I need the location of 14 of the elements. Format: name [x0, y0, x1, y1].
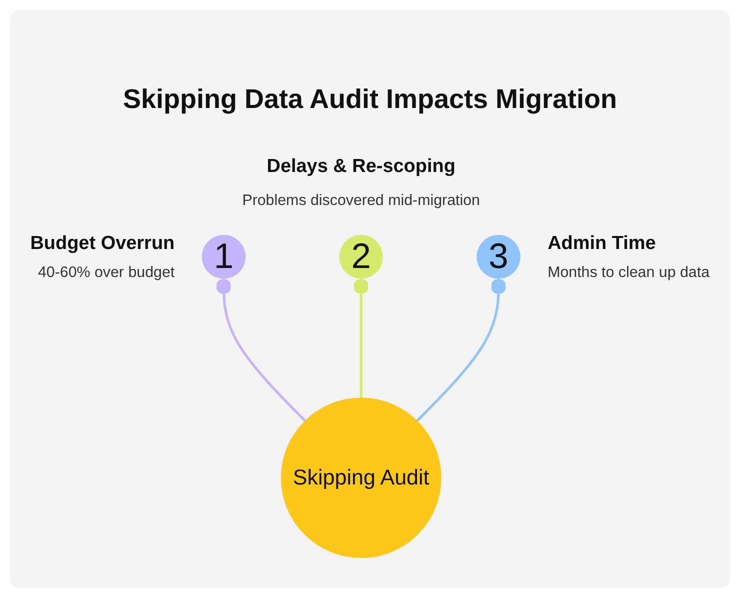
number-circle: 3 [476, 234, 520, 278]
impact-description: Problems discovered mid-migration [242, 192, 480, 209]
diagram-title: Skipping Data Audit Impacts Migration [122, 84, 618, 114]
impact-heading: Delays & Re-scoping [266, 156, 456, 177]
number-circle: 2 [339, 234, 383, 278]
impact-heading: Admin Time [548, 232, 656, 254]
connector-line [416, 278, 506, 422]
impact-heading: Budget Overrun [30, 232, 175, 254]
connector-line [216, 278, 306, 422]
connector-line [353, 278, 369, 398]
cause-circle: Skipping Audit [280, 397, 442, 558]
impact-description: Months to clean up data [548, 264, 710, 281]
impact-description: 40-60% over budget [38, 264, 175, 281]
number-circle: 1 [202, 234, 246, 278]
